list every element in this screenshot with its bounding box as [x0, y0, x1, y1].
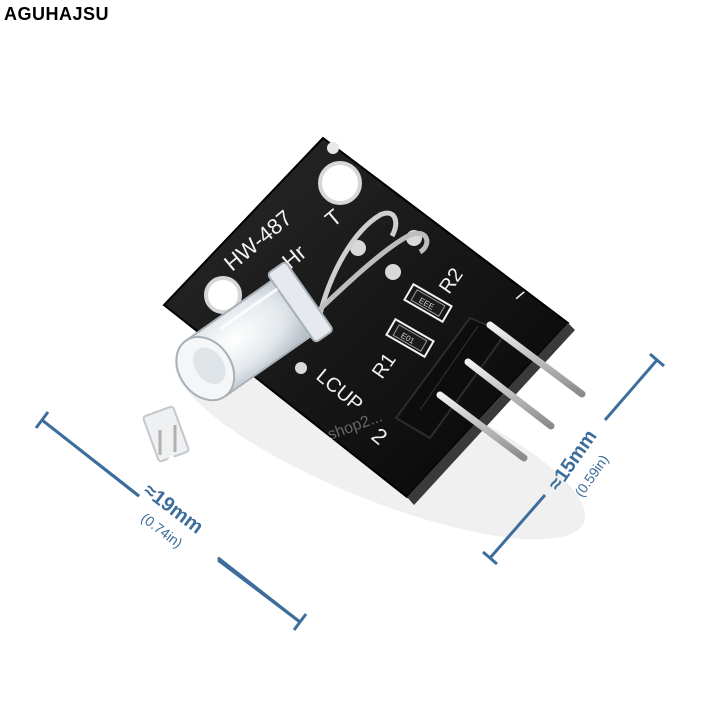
- infrared-led: [142, 261, 333, 463]
- header-pin-3: [436, 391, 528, 462]
- solder-pad: [295, 362, 307, 374]
- resistor-r2: EEE: [403, 282, 453, 324]
- mounting-hole-left: [204, 276, 242, 314]
- solder-pad: [385, 264, 401, 280]
- solder-pad: [350, 240, 366, 256]
- width-dimension: ≈19mm (0.74in): [34, 411, 308, 631]
- corner-hole: [327, 142, 339, 154]
- header-pin-1: [486, 321, 586, 398]
- header-pin-2: [464, 358, 555, 430]
- brand-label: AGUHAJSU: [4, 4, 110, 24]
- led-leads: [294, 210, 430, 334]
- mounting-hole-top: [318, 161, 362, 205]
